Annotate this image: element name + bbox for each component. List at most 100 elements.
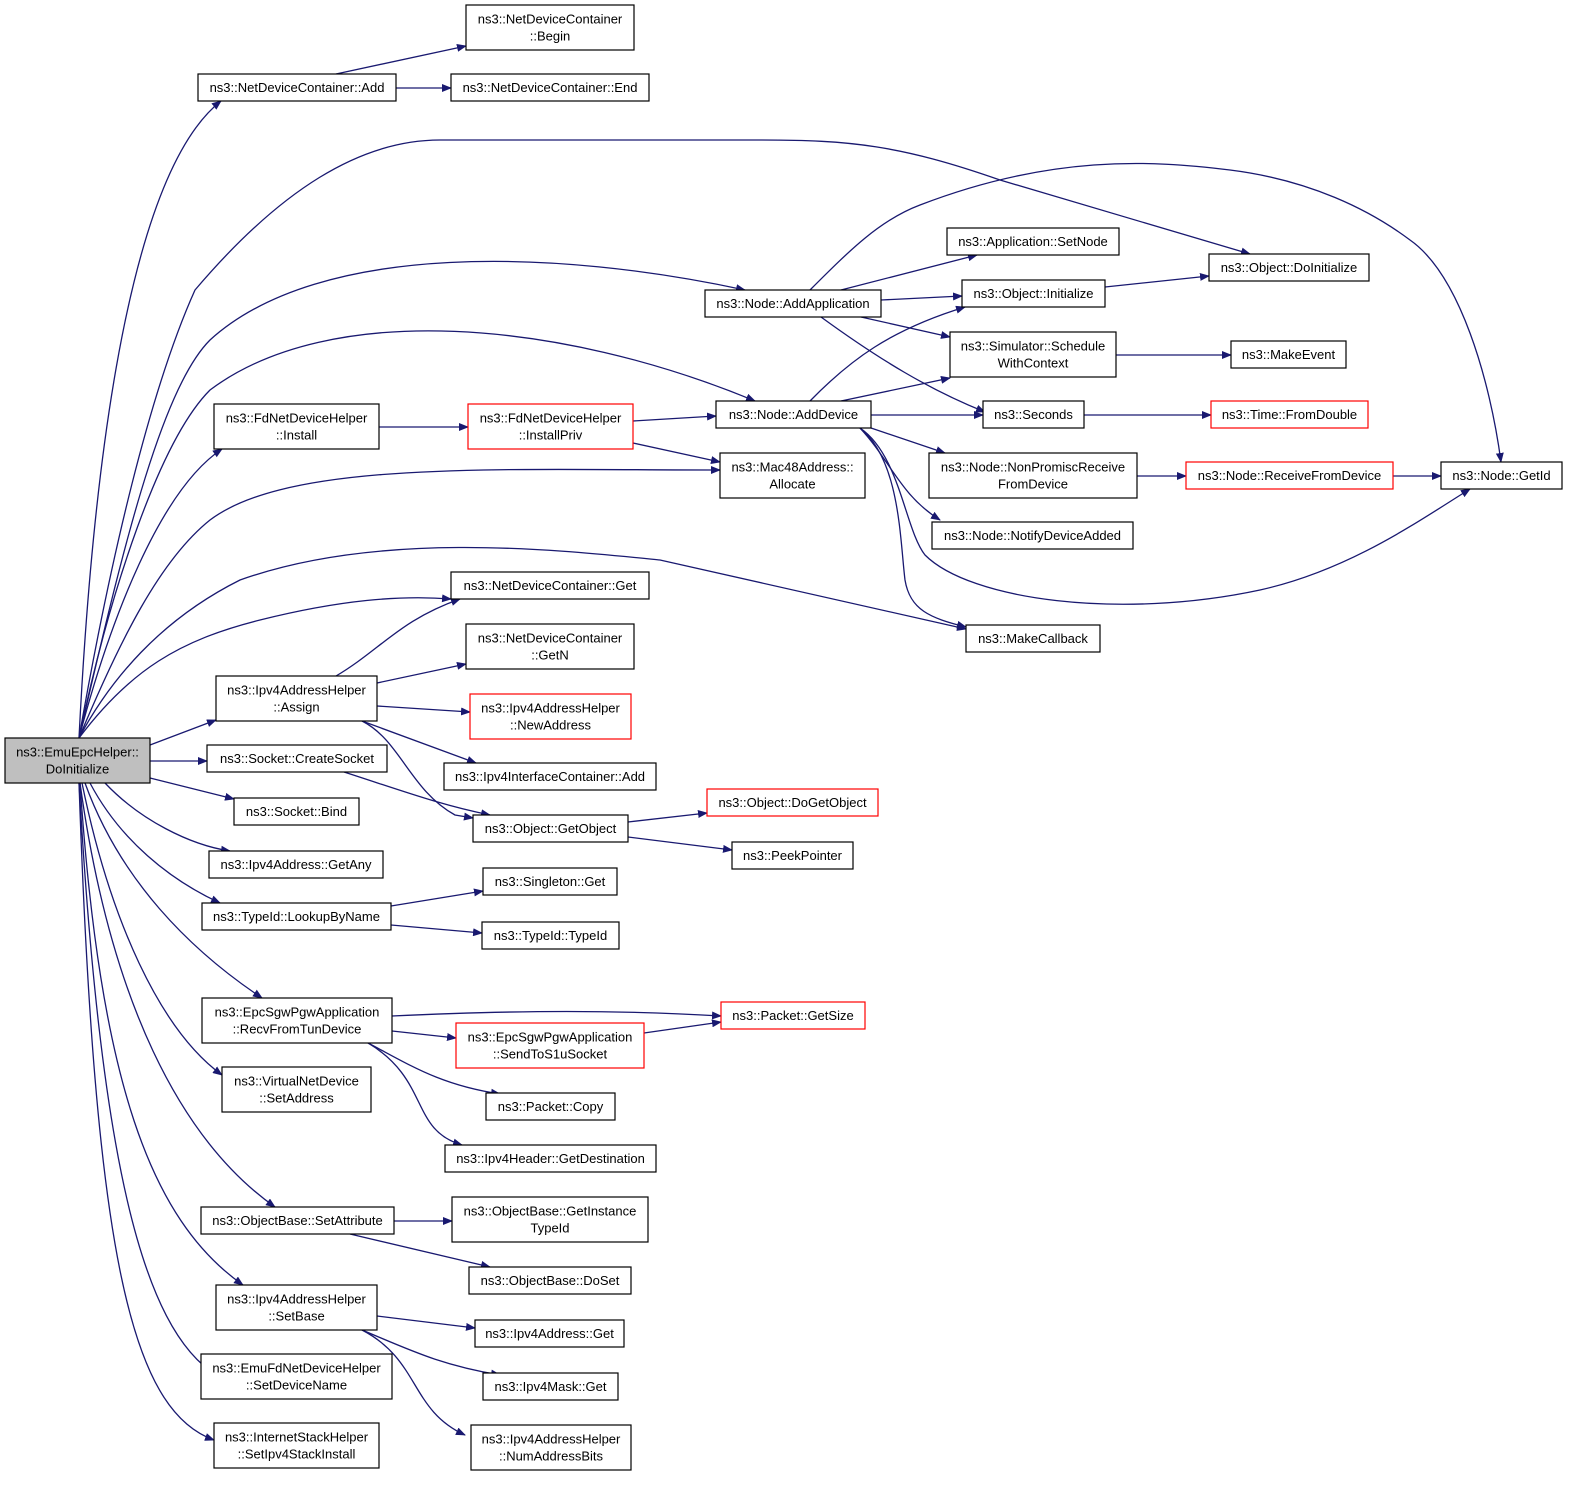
node-ipv4-get[interactable]: ns3::Ipv4Address::Get xyxy=(474,1319,625,1348)
node-objbase-doset[interactable]: ns3::ObjectBase::DoSet xyxy=(468,1266,632,1295)
node-label-line: ::SetDeviceName xyxy=(246,1378,347,1393)
edge-node_addapp-to-seconds xyxy=(820,316,986,413)
node-epc-recv[interactable]: ns3::EpcSgwPgwApplication::RecvFromTunDe… xyxy=(201,997,393,1044)
node-label-line: ns3::Seconds xyxy=(994,407,1073,422)
node-label-line: WithContext xyxy=(998,356,1069,371)
node-label-line: ns3::Object::DoGetObject xyxy=(718,795,867,810)
node-sock-create[interactable]: ns3::Socket::CreateSocket xyxy=(206,744,388,773)
edge-ipv4h_assign-to-ipv4ic_add xyxy=(361,720,477,764)
node-typeid-lookup[interactable]: ns3::TypeId::LookupByName xyxy=(201,902,392,931)
node-fd-install[interactable]: ns3::FdNetDeviceHelper::Install xyxy=(213,403,380,450)
node-label-line: ns3::Ipv4InterfaceContainer::Add xyxy=(455,769,645,784)
node-label-line: ns3::ObjectBase::GetInstance xyxy=(464,1204,637,1219)
node-box xyxy=(469,693,632,740)
node-box xyxy=(206,744,388,773)
node-ndc-begin[interactable]: ns3::NetDeviceContainer::Begin xyxy=(465,4,635,51)
node-app-setnode[interactable]: ns3::Application::SetNode xyxy=(946,227,1120,256)
node-label-line: ns3::NetDeviceContainer xyxy=(478,12,623,27)
node-obj-doinit[interactable]: ns3::Object::DoInitialize xyxy=(1208,253,1370,282)
edge-obj_getobj-to-obj_dogetobj xyxy=(627,810,708,823)
node-packet-copy[interactable]: ns3::Packet::Copy xyxy=(485,1092,616,1121)
edge-sock_create-to-obj_getobj xyxy=(343,771,491,818)
edge-node_addapp-to-node_getid xyxy=(809,162,1504,463)
edge-root-to-obj_doinit xyxy=(78,139,1251,739)
node-label-line: ns3::MakeCallback xyxy=(978,631,1088,646)
node-label-line: ns3::Object::Initialize xyxy=(974,286,1094,301)
node-ipv4ic-add[interactable]: ns3::Ipv4InterfaceContainer::Add xyxy=(443,762,657,791)
node-box xyxy=(946,227,1120,256)
node-ndc-end[interactable]: ns3::NetDeviceContainer::End xyxy=(450,73,650,102)
node-fd-installpriv[interactable]: ns3::FdNetDeviceHelper::InstallPriv xyxy=(467,403,634,450)
edge-ipv4h_assign-to-ndc_getn xyxy=(376,661,467,684)
node-label-line: ::NewAddress xyxy=(510,718,591,733)
edge-node_adddev-to-node_notify xyxy=(859,427,941,521)
node-ipv4mask-get[interactable]: ns3::Ipv4Mask::Get xyxy=(482,1372,619,1401)
node-obj-dogetobj[interactable]: ns3::Object::DoGetObject xyxy=(706,788,879,817)
edge-root-to-ndc_get xyxy=(78,594,452,739)
node-box xyxy=(706,788,879,817)
node-box xyxy=(443,762,657,791)
node-inet-setipv4[interactable]: ns3::InternetStackHelper::SetIpv4StackIn… xyxy=(213,1422,380,1469)
edge-root-to-emufd_setdevname xyxy=(78,782,219,1377)
node-mac48[interactable]: ns3::Mac48Address::Allocate xyxy=(719,452,866,499)
node-label-line: FromDevice xyxy=(998,477,1068,492)
node-box xyxy=(720,1001,866,1030)
node-vnd-setaddr[interactable]: ns3::VirtualNetDevice::SetAddress xyxy=(221,1066,372,1113)
node-node-notify[interactable]: ns3::Node::NotifyDeviceAdded xyxy=(931,521,1134,550)
node-ndc-get[interactable]: ns3::NetDeviceContainer::Get xyxy=(450,571,650,600)
node-objbase-setattr[interactable]: ns3::ObjectBase::SetAttribute xyxy=(200,1206,395,1235)
edge-objbase_setattr-to-objbase_doset xyxy=(349,1233,491,1269)
node-packet-getsize[interactable]: ns3::Packet::GetSize xyxy=(720,1001,866,1030)
node-emufd-setdevname[interactable]: ns3::EmuFdNetDeviceHelper::SetDeviceName xyxy=(200,1353,393,1400)
node-ipv4h-numbits[interactable]: ns3::Ipv4AddressHelper::NumAddressBits xyxy=(470,1424,632,1471)
node-label-line: ns3::FdNetDeviceHelper xyxy=(226,411,368,426)
node-ipv4h-setbase[interactable]: ns3::Ipv4AddressHelper::SetBase xyxy=(215,1284,378,1331)
node-label-line: ::InstallPriv xyxy=(519,428,583,443)
node-time-fromdouble[interactable]: ns3::Time::FromDouble xyxy=(1210,400,1369,429)
node-obj-init[interactable]: ns3::Object::Initialize xyxy=(961,279,1106,308)
node-box xyxy=(215,1284,378,1331)
node-ipv4h-assign[interactable]: ns3::Ipv4AddressHelper::Assign xyxy=(215,675,378,722)
edge-ipv4h_setbase-to-ipv4_get xyxy=(376,1315,476,1331)
node-box xyxy=(482,867,618,896)
node-label-line: ns3::NetDeviceContainer::Add xyxy=(210,80,385,95)
node-epc-sendtos1u[interactable]: ns3::EpcSgwPgwApplication::SendToS1uSock… xyxy=(455,1022,645,1069)
node-typeid-typeid[interactable]: ns3::TypeId::TypeId xyxy=(481,921,620,950)
node-label-line: ns3::Mac48Address:: xyxy=(731,460,853,475)
node-node-getid[interactable]: ns3::Node::GetId xyxy=(1440,461,1563,490)
node-box xyxy=(470,1424,632,1471)
edge-ipv4h_assign-to-ipv4h_newaddr xyxy=(376,705,471,716)
node-box xyxy=(1440,461,1563,490)
node-box xyxy=(197,73,397,102)
node-sock-bind[interactable]: ns3::Socket::Bind xyxy=(233,797,360,826)
node-ipv4h-newaddr[interactable]: ns3::Ipv4AddressHelper::NewAddress xyxy=(469,693,632,740)
node-box xyxy=(982,400,1085,429)
node-label-line: ns3::Socket::CreateSocket xyxy=(220,751,374,766)
edge-typeid_lookup-to-typeid_typeid xyxy=(390,924,483,937)
node-label-line: ns3::Time::FromDouble xyxy=(1222,407,1357,422)
node-box xyxy=(200,1206,395,1235)
node-box xyxy=(719,452,866,499)
node-ipv4-getany[interactable]: ns3::Ipv4Address::GetAny xyxy=(208,850,384,879)
node-peek-ptr[interactable]: ns3::PeekPointer xyxy=(731,841,854,870)
node-label-line: ns3::TypeId::LookupByName xyxy=(213,909,380,924)
node-root[interactable]: ns3::EmuEpcHelper::DoInitialize xyxy=(4,737,151,784)
node-ndc-add[interactable]: ns3::NetDeviceContainer::Add xyxy=(197,73,397,102)
node-ndc-getn[interactable]: ns3::NetDeviceContainer::GetN xyxy=(465,623,635,670)
node-node-addapp[interactable]: ns3::Node::AddApplication xyxy=(704,289,882,318)
node-seconds[interactable]: ns3::Seconds xyxy=(982,400,1085,429)
node-obj-getobj[interactable]: ns3::Object::GetObject xyxy=(472,814,629,843)
node-label-line: ns3::Ipv4AddressHelper xyxy=(227,1292,366,1307)
edge-root-to-inet_setipv4 xyxy=(78,782,215,1441)
node-node-recvfrom[interactable]: ns3::Node::ReceiveFromDevice xyxy=(1185,461,1394,490)
node-label-line: ns3::TypeId::TypeId xyxy=(494,928,607,943)
node-node-adddev[interactable]: ns3::Node::AddDevice xyxy=(715,400,872,429)
edge-ipv4h_setbase-to-ipv4h_numbits xyxy=(361,1329,466,1436)
node-make-callback[interactable]: ns3::MakeCallback xyxy=(965,624,1101,653)
node-make-event[interactable]: ns3::MakeEvent xyxy=(1230,340,1347,369)
node-singleton-get[interactable]: ns3::Singleton::Get xyxy=(482,867,618,896)
node-ipv4hdr-getdest[interactable]: ns3::Ipv4Header::GetDestination xyxy=(444,1144,657,1173)
